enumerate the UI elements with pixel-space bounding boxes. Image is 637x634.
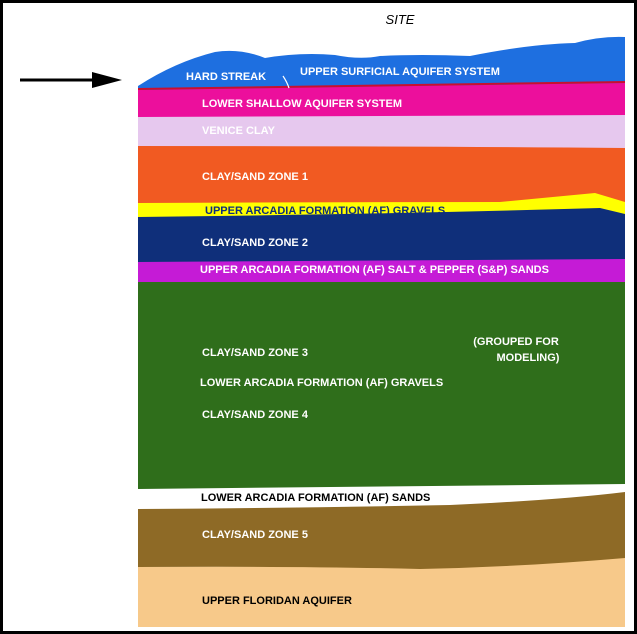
lower-shallow-label: LOWER SHALLOW AQUIFER SYSTEM [202,98,402,110]
site-title: SITE [386,12,415,27]
layer-grouped-zone-3-4 [138,281,625,489]
upper-surficial-label: UPPER SURFICIAL AQUIFER SYSTEM [300,66,500,78]
salt-pepper-label: UPPER ARCADIA FORMATION (AF) SALT & PEPP… [200,264,549,276]
layer-upper-af-gravels [138,192,625,217]
zone-2-label: CLAY/SAND ZONE 2 [202,237,308,249]
zone-1-label: CLAY/SAND ZONE 1 [202,171,308,183]
surficial-base-line [137,81,626,90]
venice-clay-label: VENICE CLAY [202,125,276,137]
grouped-label-line1: (GROUPED FOR [473,336,559,348]
layer-lower-af-sands [138,483,625,509]
layer-clay-sand-zone-2 [138,207,625,262]
zone-4-label: CLAY/SAND ZONE 4 [202,409,309,421]
arrow-icon [20,72,122,88]
layer-lower-shallow-aquifer [138,82,625,117]
layer-upper-floridan [138,555,625,627]
zone-3-label: CLAY/SAND ZONE 3 [202,347,308,359]
layer-upper-surficial-aquifer [138,36,625,90]
grouped-label-line2: MODELING) [497,352,560,364]
zone-5-label: CLAY/SAND ZONE 5 [202,529,308,541]
layer-venice-clay [138,114,625,148]
layer-upper-af-salt-pepper [138,258,625,282]
hard-streak-pointer [282,75,290,89]
upper-af-gravels-label: UPPER ARCADIA FORMATION (AF) GRAVELS [205,205,445,217]
hard-streak-label: HARD STREAK [186,71,266,83]
layer-clay-sand-zone-5 [138,490,625,569]
lower-af-gravels-label: LOWER ARCADIA FORMATION (AF) GRAVELS [200,377,443,389]
upper-floridan-label: UPPER FLORIDAN AQUIFER [202,595,352,607]
layer-clay-sand-zone-1 [138,145,625,203]
lower-af-sands-label: LOWER ARCADIA FORMATION (AF) SANDS [201,492,430,504]
